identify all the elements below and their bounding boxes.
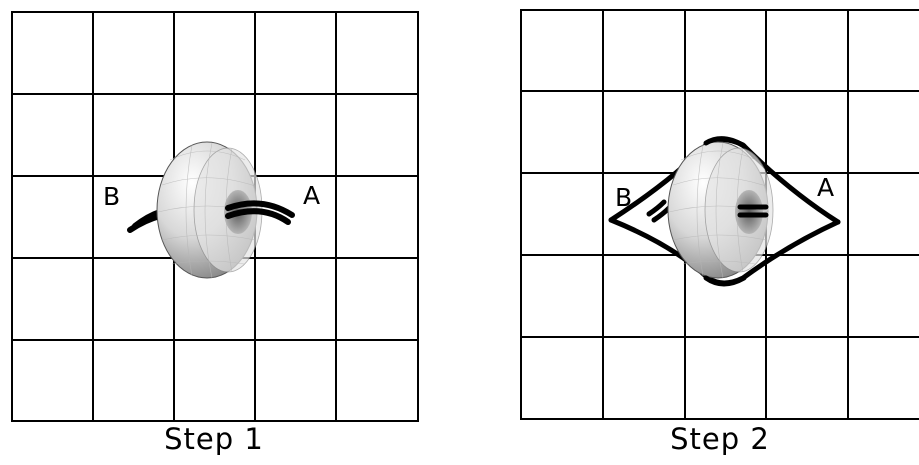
step-1-diagram: B A xyxy=(11,11,419,422)
label-b: B xyxy=(103,182,120,211)
thread-b xyxy=(646,199,672,223)
step-2-panel: B A Step 2 xyxy=(508,0,919,465)
thread-b xyxy=(127,209,163,233)
step-1-caption: Step 1 xyxy=(164,422,264,456)
thread-a xyxy=(225,200,295,225)
step-2-diagram: B A xyxy=(520,9,919,420)
step-2-caption: Step 2 xyxy=(670,422,770,456)
torus-bead xyxy=(667,136,774,287)
thread-a xyxy=(737,204,769,218)
label-b: B xyxy=(615,183,632,212)
label-a: A xyxy=(817,173,834,202)
label-a: A xyxy=(303,181,320,210)
grid xyxy=(11,11,419,422)
step-1-panel: B A Step 1 xyxy=(0,0,420,465)
